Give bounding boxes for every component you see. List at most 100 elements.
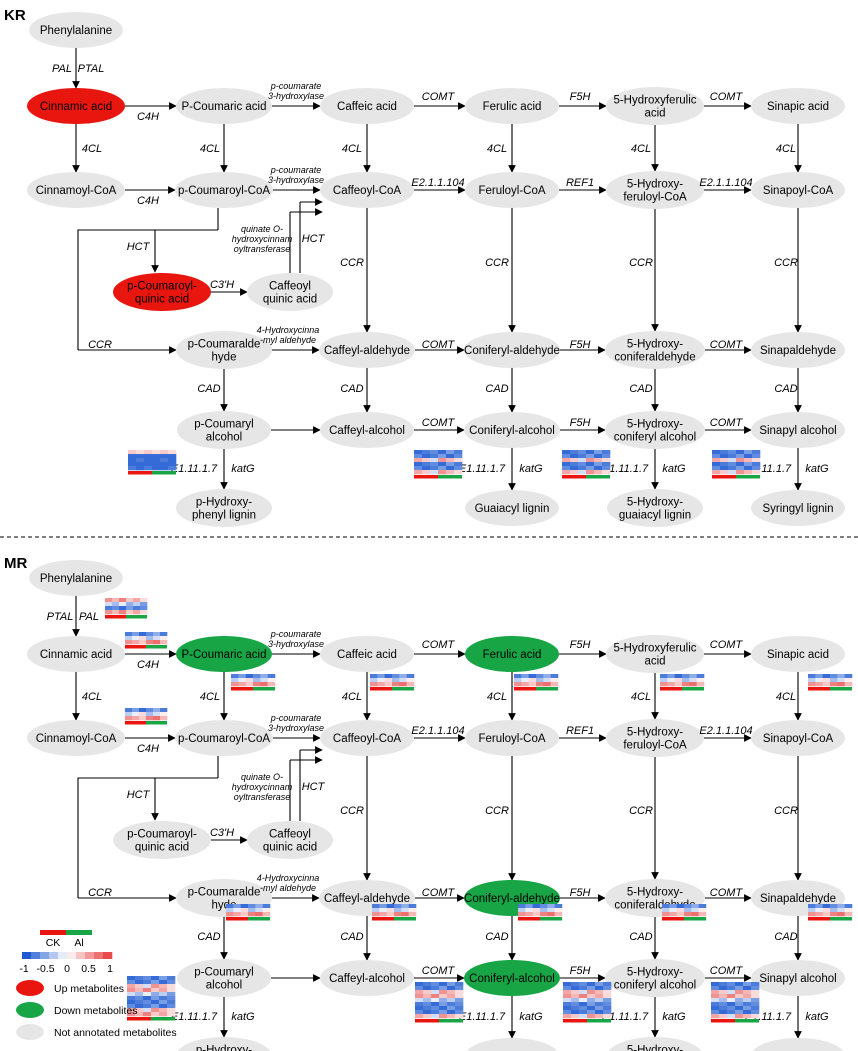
heatmap-cell — [602, 466, 611, 471]
heatmap-cell — [167, 1012, 176, 1017]
heatmap-cell — [255, 912, 263, 917]
heatmap-cell — [595, 986, 604, 991]
heatmap-cell — [719, 1010, 728, 1015]
heatmap-cell — [152, 466, 161, 471]
heatmap-cell — [830, 908, 838, 913]
heatmap-cell — [140, 598, 148, 603]
heatmap-cell — [570, 462, 579, 467]
heatmap-cell — [438, 450, 447, 455]
heatmap-cell — [135, 984, 144, 989]
heatmap-cell — [603, 1010, 612, 1015]
metabolite-node-sl — [751, 490, 845, 526]
heatmap-cell — [822, 674, 831, 679]
heatmap-group-bar-al — [438, 475, 462, 479]
heatmap-cell — [736, 450, 745, 455]
enzyme-4cl-1: 4CL — [82, 691, 102, 703]
heatmap-cell — [562, 454, 571, 459]
heatmap-cell — [554, 908, 563, 913]
heatmap-cell — [455, 1010, 464, 1015]
heatmap-cell — [720, 466, 729, 471]
enzyme-e2-1: E2.1.1.104 — [411, 177, 464, 189]
enzyme-cad-3: CAD — [485, 383, 508, 395]
heatmap-cell — [735, 998, 744, 1003]
heatmap-cell — [540, 912, 548, 917]
heatmap-cell — [602, 450, 611, 455]
metabolite-node-pca — [176, 88, 272, 124]
heatmap-group-bar-ck — [712, 475, 736, 479]
metabolite-label-pca: P-Coumaric acid — [182, 101, 267, 113]
heatmap-cell — [159, 1012, 168, 1017]
heatmap-group-bar-ck — [711, 1019, 735, 1023]
metabolite-node-coalc — [464, 960, 560, 996]
heatmap-cell — [423, 1010, 432, 1015]
heatmap-cell — [684, 904, 692, 909]
heatmap-cell — [727, 986, 736, 991]
heatmap-cell — [379, 908, 387, 913]
enzyme-hct-2: HCT — [302, 233, 326, 245]
heatmap-cell — [830, 904, 838, 909]
heatmap-cell — [662, 912, 670, 917]
heatmap-cell — [587, 986, 596, 991]
heatmap-cell — [377, 674, 385, 679]
heatmap-cell — [414, 458, 423, 463]
heatmap-cell — [571, 994, 580, 999]
heatmap-cell — [536, 678, 544, 683]
heatmap-cell — [712, 470, 721, 475]
heatmap-cell — [602, 470, 611, 475]
heatmap-cell — [384, 678, 393, 683]
heatmap-cad-f — [808, 904, 853, 921]
metabolite-node-cin — [27, 636, 125, 672]
heatmap-cell — [844, 674, 853, 679]
heatmap-cell — [248, 912, 256, 917]
heatmap-cell — [698, 908, 707, 913]
heatmap-cell — [446, 450, 455, 455]
heatmap-cell — [822, 908, 831, 913]
heatmap-cell — [253, 682, 261, 687]
heatmap-cell — [837, 908, 845, 913]
heatmap-cell — [255, 904, 263, 909]
heatmap-cell — [146, 636, 154, 641]
heatmap-cell — [603, 990, 612, 995]
heatmap-group-bar-al — [394, 917, 416, 921]
heatmap-cell — [578, 458, 587, 463]
heatmap-cell — [394, 904, 402, 909]
heatmap-cell — [125, 708, 133, 713]
heatmap-cell — [167, 976, 176, 981]
metabolite-node-hfcoa — [606, 719, 704, 757]
heatmap-cell — [844, 904, 853, 909]
heatmap-cell — [743, 1002, 752, 1007]
metabolite-label-ccoa: Cinnamoyl-CoA — [36, 733, 117, 745]
heatmap-cell — [521, 678, 529, 683]
heatmap-cell — [127, 988, 136, 993]
heatmap-cell — [127, 1004, 136, 1009]
heatmap-e1-kr-a — [128, 450, 177, 475]
heatmap-cell — [844, 908, 853, 913]
heatmap-cell — [431, 1010, 440, 1015]
metabolite-label-hgl: 5-Hydroxy-guaiacyl lignin — [619, 497, 691, 522]
heatmap-cell — [168, 466, 177, 471]
heatmap-cell — [562, 462, 571, 467]
heatmap-cell — [744, 454, 753, 459]
enzyme-c3h: C3'H — [210, 279, 234, 291]
heatmap-cell — [751, 1002, 760, 1007]
heatmap-cell — [446, 462, 455, 467]
legend-scale-swatch — [67, 952, 77, 959]
panel-title: MR — [4, 555, 27, 572]
heatmap-cell — [571, 1010, 580, 1015]
heatmap-cell — [140, 610, 148, 615]
heatmap-cell — [153, 708, 161, 713]
metabolite-label-ccoa: Cinnamoyl-CoA — [36, 185, 117, 197]
heatmap-cell — [248, 904, 256, 909]
heatmap-cell — [744, 466, 753, 471]
heatmap-cell — [167, 984, 176, 989]
heatmap-cell — [586, 450, 595, 455]
heatmap-group-bar-ck — [231, 687, 253, 691]
heatmap-cell — [160, 640, 168, 645]
heatmap-cell — [587, 1006, 596, 1011]
heatmap-cell — [571, 1002, 580, 1007]
heatmap-cell — [736, 466, 745, 471]
heatmap-cell — [455, 994, 464, 999]
